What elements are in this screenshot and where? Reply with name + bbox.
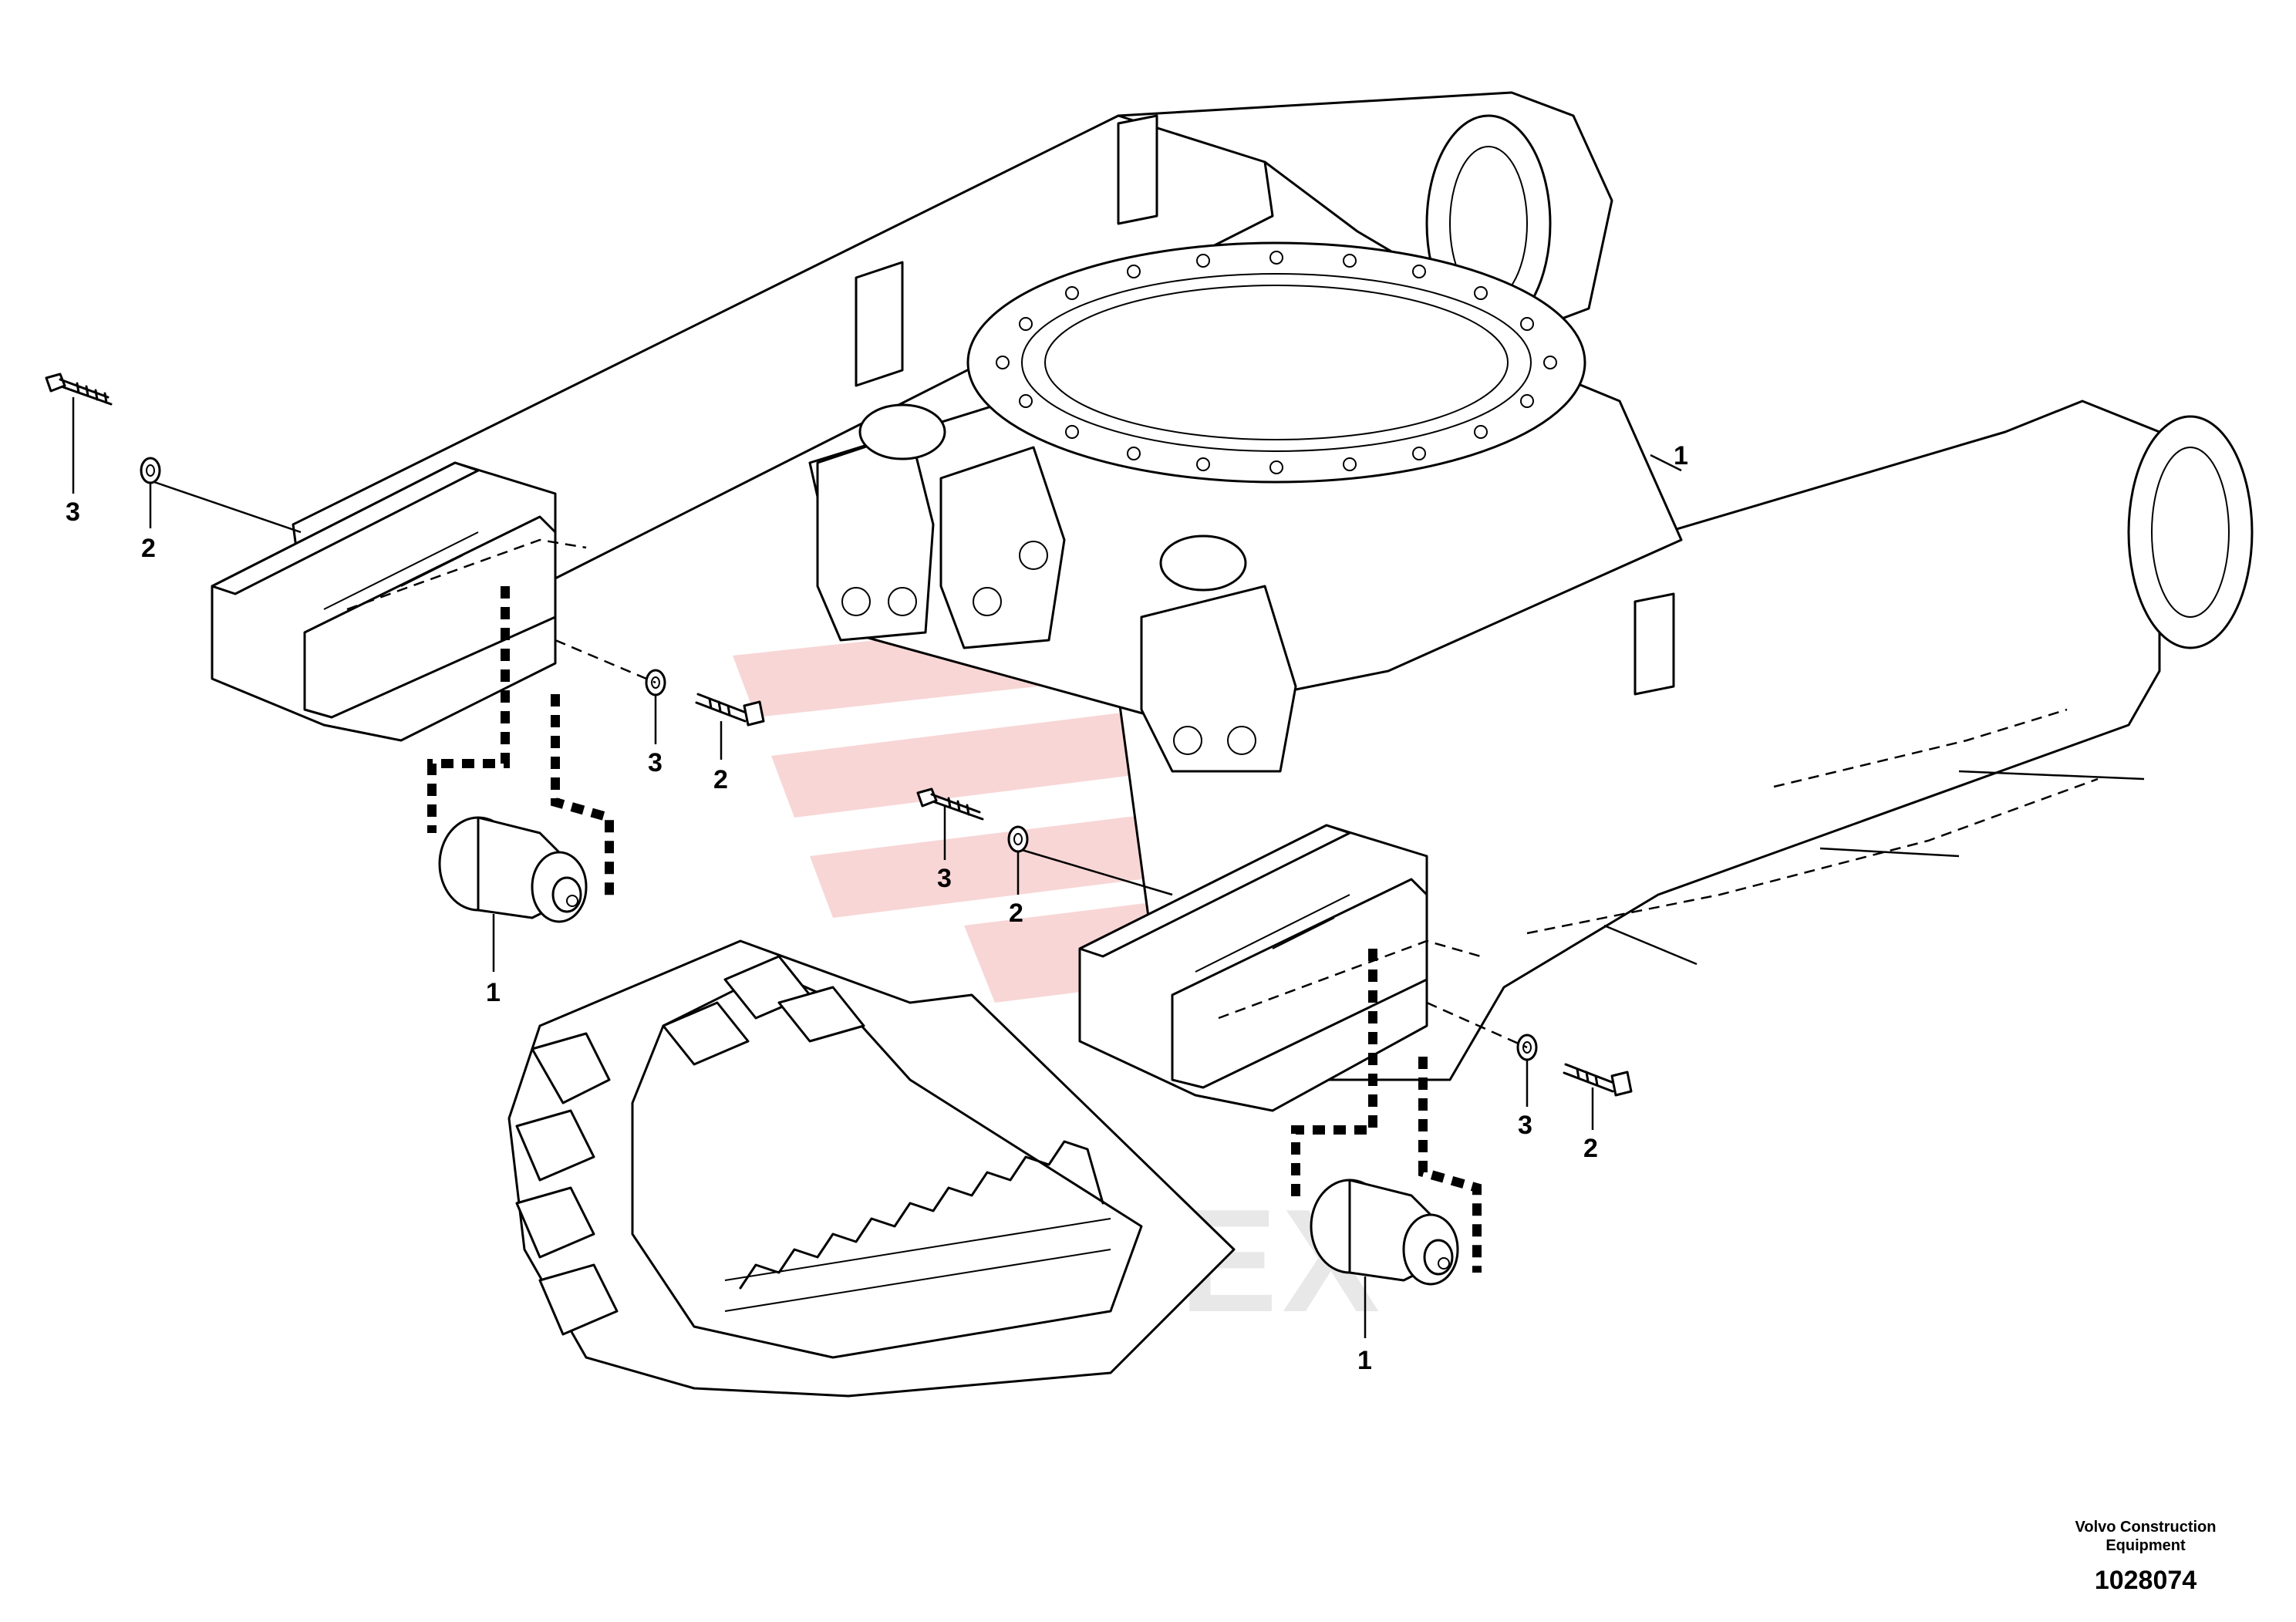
bolt-right	[1563, 1063, 1633, 1097]
left-track-frame-end	[211, 461, 557, 742]
callout-2-mid-left: 2	[713, 765, 728, 794]
bolt-top-left	[45, 373, 113, 406]
callout-3-top-left: 3	[66, 497, 80, 527]
callout-2-mid-center: 2	[1009, 899, 1023, 928]
callout-2-right: 2	[1583, 1134, 1598, 1163]
callout-1-top: 1	[1674, 441, 1688, 470]
callout-numbers: 1 3 2 3 2 1 3 2 3 2 1	[66, 441, 1688, 1375]
bolt-mid-left	[695, 693, 765, 727]
callout-3-mid-center: 3	[937, 864, 952, 893]
track-roller-left	[438, 816, 588, 923]
rubber-track	[507, 939, 1236, 1398]
callout-1-left: 1	[486, 978, 501, 1007]
roller-bracket-dashes	[427, 586, 1482, 1273]
right-track-frame-end	[1078, 824, 1428, 1112]
callout-3-right: 3	[1518, 1111, 1532, 1140]
company-name: Volvo Construction Equipment	[2075, 1519, 2217, 1554]
callout-2-top-left: 2	[141, 534, 156, 563]
washer-mid-center	[1007, 825, 1029, 853]
ring-bolt-holes	[996, 251, 1557, 474]
leader-lines	[72, 397, 2145, 1338]
bolt-mid-center	[916, 787, 984, 821]
hidden-lines	[346, 538, 2099, 1049]
footer-block: Volvo Construction Equipment 1028074	[2057, 1518, 2234, 1596]
diagram-number: 1028074	[2094, 1566, 2197, 1595]
callout-3-mid-left: 3	[648, 748, 663, 777]
track-roller-right	[1310, 1179, 1459, 1286]
callout-1-right: 1	[1357, 1346, 1372, 1375]
washer-top-left	[140, 457, 161, 484]
